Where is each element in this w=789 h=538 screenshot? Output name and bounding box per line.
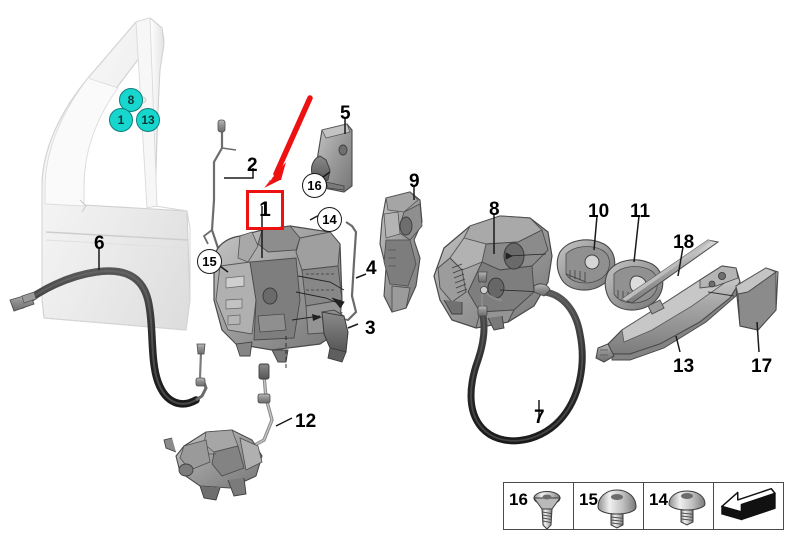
callout-18: 18 (673, 232, 695, 253)
callout-leader-lines (98, 118, 760, 427)
callout-9: 9 (409, 171, 420, 192)
callout-3: 3 (365, 318, 376, 339)
dome-head-screw-icon (597, 489, 637, 529)
assembly-leader-lines (285, 275, 345, 368)
callout-8: 8 (489, 199, 500, 220)
direction-arrow-icon (721, 487, 776, 521)
highlighted-item-1-box: 1 (246, 190, 284, 230)
part-10-lock-cover (556, 239, 616, 291)
part-8-handle-base-carrier (433, 215, 553, 331)
part-7-bowden-cable (467, 271, 586, 445)
legend-cell-16: 16 (504, 483, 574, 530)
callout-5: 5 (340, 103, 351, 124)
callout-11: 11 (630, 201, 651, 222)
callout-4: 4 (366, 258, 377, 279)
legend-number-14: 14 (649, 490, 668, 509)
callout-6: 6 (94, 233, 105, 254)
pan-head-screw-icon (668, 490, 706, 526)
legend-cell-15: 15 (574, 483, 644, 529)
highlight-arrow-icon (264, 95, 313, 188)
legend-cell-direction (714, 483, 783, 529)
part-12-lock-actuator (163, 363, 274, 501)
part-18-trim-strip (620, 239, 720, 304)
legend-number-15: 15 (579, 490, 598, 509)
part-1-door-lock-latch (213, 225, 343, 363)
callout-17: 17 (751, 356, 773, 377)
legend-cell-14: 14 (644, 483, 714, 529)
part-2-actuating-rod (202, 119, 237, 258)
part-9-handle-carrier (379, 191, 423, 313)
part-3-retainer-bracket (291, 309, 349, 363)
callout-13: 13 (673, 356, 695, 377)
circled-callout-15: 15 (197, 249, 222, 274)
door-badge-13: 13 (136, 108, 160, 132)
circled-callout-16: 16 (302, 173, 327, 198)
part-11-lock-cover-alt (604, 259, 664, 311)
fastener-legend: 16 15 14 (503, 482, 784, 530)
door-badge-1: 1 (109, 108, 133, 132)
part-17-handle-end-cap (707, 267, 779, 331)
callout-12: 12 (295, 411, 317, 432)
legend-number-16: 16 (509, 490, 528, 509)
part-6-cable (9, 267, 208, 408)
callout-7: 7 (534, 407, 545, 428)
circled-callout-14: 14 (317, 207, 342, 232)
part-13-outer-door-handle (595, 265, 741, 363)
callout-2: 2 (247, 155, 258, 176)
tapping-screw-icon (533, 491, 561, 530)
callout-10: 10 (588, 201, 610, 222)
